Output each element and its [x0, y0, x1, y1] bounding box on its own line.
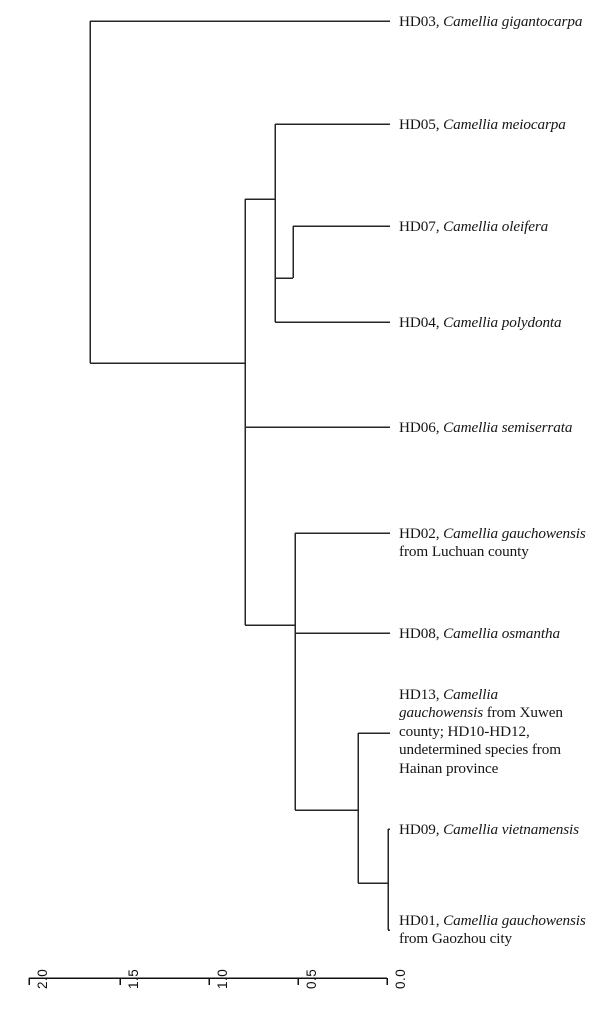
leaf-label-line: undetermined species from	[399, 741, 563, 759]
leaf-label-hd03: HD03, Camellia gigantocarpa	[399, 13, 582, 31]
leaf-label-line: HD06, Camellia semiserrata	[399, 419, 572, 437]
leaf-label-line: HD05, Camellia meiocarpa	[399, 116, 566, 134]
leaf-label-hd09: HD09, Camellia vietnamensis	[399, 821, 579, 839]
label-text: HD02,	[399, 525, 444, 542]
leaf-label-line: HD01, Camellia gauchowensis	[399, 912, 586, 930]
axis-tick-label-1.5: 1.5	[126, 968, 141, 989]
label-text: HD08,	[399, 625, 444, 642]
leaf-label-line: HD02, Camellia gauchowensis	[399, 525, 586, 543]
label-text: HD03,	[399, 13, 444, 30]
leaf-label-hd08: HD08, Camellia osmantha	[399, 625, 560, 643]
species-name: Camellia oleifera	[443, 218, 549, 235]
label-text: from Xuwen	[483, 704, 563, 722]
species-name: Camellia polydonta	[443, 314, 562, 331]
leaf-label-line: county; HD10-HD12,	[399, 723, 563, 741]
leaf-label-hd07: HD07, Camellia oleifera	[399, 218, 548, 236]
label-text: Hainan province	[399, 759, 499, 777]
label-text: HD06,	[399, 419, 444, 436]
species-name: Camellia osmantha	[443, 625, 560, 642]
label-text: from Gaozhou city	[399, 930, 513, 948]
leaf-label-line: HD13, Camellia	[399, 686, 563, 704]
leaf-label-line: HD03, Camellia gigantocarpa	[399, 13, 582, 31]
axis-tick-label-0.5: 0.5	[304, 968, 319, 989]
label-text: undetermined species from	[399, 741, 561, 759]
tree-branch-lines	[89, 20, 390, 931]
axis-tick-label-1.0: 1.0	[215, 968, 230, 989]
leaf-label-line: HD09, Camellia vietnamensis	[399, 821, 579, 839]
leaf-label-line: HD07, Camellia oleifera	[399, 218, 548, 236]
axis-tick-label-0.0: 0.0	[393, 968, 408, 989]
label-text: HD09,	[399, 821, 444, 838]
species-name: Camellia gauchowensis	[443, 525, 586, 542]
axis-tick-label-2.0: 2.0	[35, 968, 50, 989]
leaf-label-line: gauchowensis from Xuwen	[399, 704, 563, 722]
label-text: HD07,	[399, 218, 444, 235]
label-text: county; HD10-HD12,	[399, 722, 530, 740]
leaf-label-hd06: HD06, Camellia semiserrata	[399, 419, 572, 437]
species-name: Camellia semiserrata	[443, 419, 573, 436]
label-text: HD01,	[399, 912, 444, 929]
species-name: gauchowensis	[399, 704, 484, 722]
label-text: HD13,	[399, 686, 444, 703]
leaf-label-line: HD04, Camellia polydonta	[399, 314, 562, 332]
label-text: HD04,	[399, 314, 444, 331]
label-text: from Luchuan county	[399, 543, 529, 561]
leaf-label-line: from Gaozhou city	[399, 930, 586, 948]
label-text: HD05,	[399, 116, 444, 133]
species-name: Camellia gauchowensis	[443, 912, 586, 929]
species-name: Camellia meiocarpa	[443, 116, 566, 133]
leaf-label-line: HD08, Camellia osmantha	[399, 625, 560, 643]
leaf-label-line: from Luchuan county	[399, 543, 586, 561]
species-name: Camellia vietnamensis	[443, 821, 579, 838]
species-name: Camellia	[443, 686, 499, 703]
leaf-label-hd04: HD04, Camellia polydonta	[399, 314, 562, 332]
species-name: Camellia gigantocarpa	[443, 13, 583, 30]
leaf-label-line: Hainan province	[399, 760, 563, 778]
distance-axis	[28, 977, 388, 985]
leaf-label-hd05: HD05, Camellia meiocarpa	[399, 116, 566, 134]
